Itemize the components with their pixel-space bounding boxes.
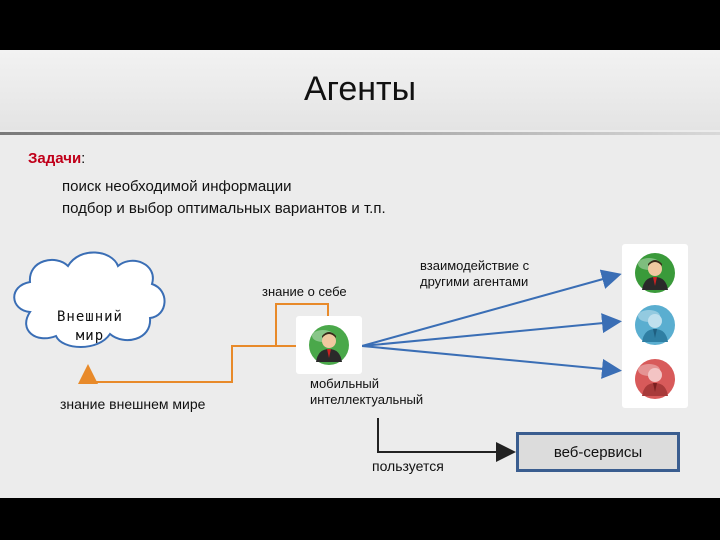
- outer-world-label: Внешний мир: [50, 308, 130, 346]
- self-knowledge-connector: [275, 303, 338, 346]
- agent-red-icon: [635, 359, 675, 399]
- tasks-heading: Задачи:: [28, 150, 85, 167]
- agent-blue-icon: [635, 305, 675, 345]
- tasks-heading-colon: :: [81, 150, 86, 167]
- outer-world-line2: мир: [75, 328, 105, 344]
- task-item-selection: подбор и выбор оптимальных вариантов и т…: [62, 200, 386, 217]
- uses-connector: [377, 418, 516, 462]
- outer-knowledge-label: знание внешнем мире: [60, 396, 206, 412]
- diagram-connectors: [13, 251, 622, 462]
- outer-world-line1: Внешний: [56, 309, 123, 325]
- self-knowledge-label: знание о себе: [262, 284, 347, 299]
- slide-title: Агенты: [303, 70, 417, 108]
- agent-card-blue: [622, 296, 688, 354]
- agent-card-green: [622, 244, 688, 302]
- outer-world-cloud: [13, 251, 166, 348]
- web-services-box: веб-сервисы: [516, 432, 680, 472]
- slide: Агенты Задачи: поиск необходимой информа…: [0, 50, 720, 498]
- tasks-heading-text: Задачи: [28, 150, 82, 167]
- agent-card-red: [622, 350, 688, 408]
- task-item-search: поиск необходимой информации: [62, 178, 292, 195]
- agent-green-icon: [635, 253, 675, 293]
- uses-label: пользуется: [372, 458, 444, 474]
- arrow-to-agent-blue: [361, 313, 622, 347]
- arrow-to-agent-red: [361, 345, 622, 379]
- center-agent-card: [296, 316, 362, 374]
- arrow-to-agent-green: [361, 269, 622, 347]
- agent-center-icon: [309, 325, 349, 365]
- title-divider: [0, 132, 720, 135]
- outer-knowledge-connector: [78, 345, 296, 384]
- interaction-label: взаимодействие с другими агентами: [420, 258, 530, 289]
- title-band: [0, 50, 720, 130]
- mobile-agent-label: мобильный интеллектуальный: [310, 376, 424, 407]
